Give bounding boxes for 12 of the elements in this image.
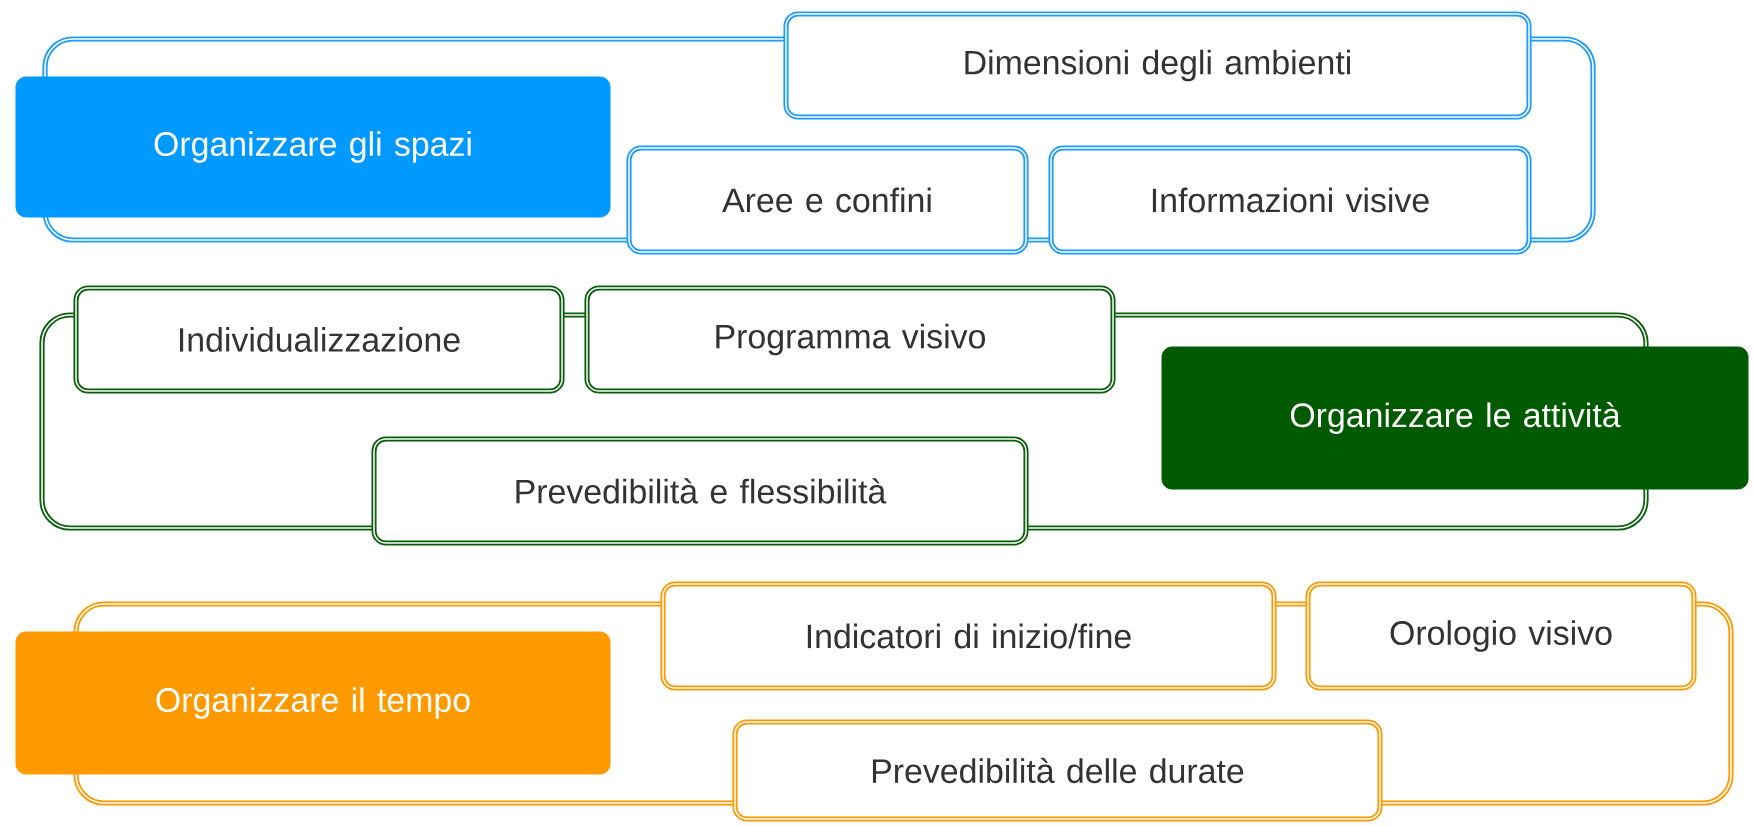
topic-box: Informazioni visive — [1048, 145, 1532, 255]
topic-box: Prevedibilità e flessibilità — [371, 436, 1029, 546]
topic-box: Aree e confini — [626, 145, 1029, 255]
header-box: Organizzare gli spazi — [15, 76, 611, 218]
header-box: Organizzare le attività — [1161, 346, 1749, 490]
topic-box: Dimensioni degli ambienti — [783, 11, 1532, 120]
topic-box: Indicatori di inizio/fine — [660, 581, 1277, 691]
topic-box: Programma visivo — [584, 285, 1116, 394]
topic-box: Prevedibilità delle durate — [732, 719, 1383, 822]
header-box: Organizzare il tempo — [15, 631, 611, 775]
topic-box: Orologio visivo — [1305, 581, 1697, 691]
topic-box: Individualizzazione — [73, 285, 565, 394]
